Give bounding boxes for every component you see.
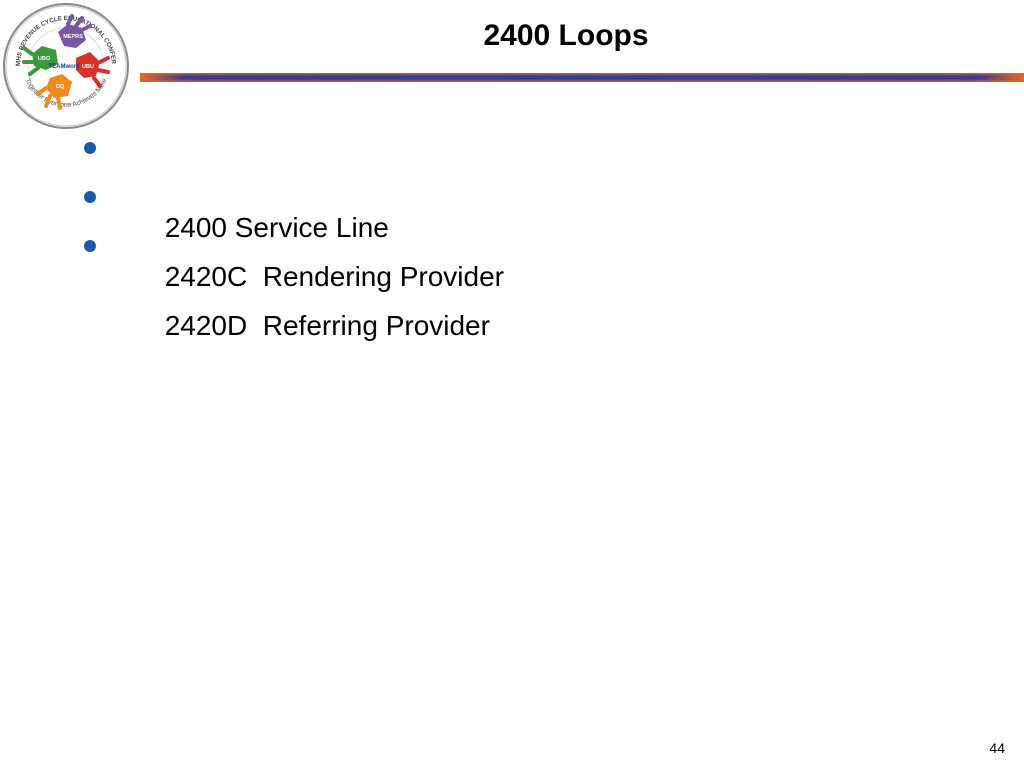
- bullet-dot-icon: [84, 191, 96, 203]
- hand-orange-icon: [36, 74, 72, 110]
- bullet-item: 2420D Referring Provider: [84, 226, 504, 341]
- page-number: 44: [989, 740, 1005, 756]
- hand-label-ubo: UBO: [38, 56, 51, 62]
- bullet-item: 2420C Rendering Provider: [84, 177, 504, 292]
- hand-purple-icon: [58, 14, 92, 48]
- bullet-dot-icon: [84, 240, 96, 252]
- hand-green-icon: [22, 46, 58, 76]
- logo-center-text: TEAMwork: [48, 64, 80, 70]
- hand-label-meprs: MEPRS: [63, 34, 83, 40]
- conference-logo: 2011 MHS REVENUE CYCLE EDUCATIONAL CONFE…: [2, 2, 129, 129]
- slide-title: 2400 Loops: [483, 19, 649, 52]
- bullet-text: 2420C Rendering Provider: [164, 261, 504, 292]
- bullet-text: 2400 Service Line: [164, 212, 389, 243]
- hand-label-dq: DQ: [56, 84, 65, 90]
- bullet-item: 2400 Service Line: [84, 128, 504, 243]
- bullet-dot-icon: [84, 142, 96, 154]
- bullet-list: 2400 Service Line 2420C Rendering Provid…: [84, 128, 504, 341]
- title-divider: [140, 73, 1024, 82]
- hand-red-icon: [76, 52, 110, 88]
- hand-label-ubu: UBU: [82, 64, 94, 70]
- bullet-text: 2420D Referring Provider: [164, 310, 490, 341]
